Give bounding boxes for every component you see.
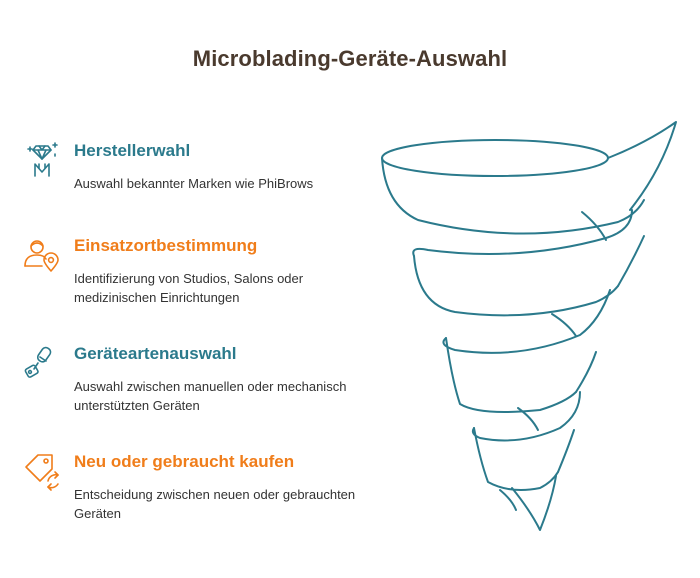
tools-icon <box>24 346 52 378</box>
step-heading: Herstellerwahl <box>74 141 191 160</box>
person-location-icon <box>24 240 59 272</box>
page-title: Microblading-Geräte-Auswahl <box>192 46 508 71</box>
step-heading: Einsatzortbestimmung <box>74 236 258 255</box>
step-description: Auswahl zwischen manuellen oder mechanis… <box>74 379 347 413</box>
funnel-ring-1 <box>381 139 609 177</box>
diamond-person-icon <box>27 142 58 177</box>
step-heading: Neu oder gebraucht kaufen <box>74 452 295 471</box>
spiral-funnel-illustration <box>381 121 677 531</box>
step-heading: Geräteartenauswahl <box>74 344 237 363</box>
step-description: Identifizierung von Studios, Salons oder… <box>74 271 304 305</box>
price-tag-exchange-icon <box>25 454 59 491</box>
step-description: Auswahl bekannter Marken wie PhiBrows <box>74 176 314 191</box>
step-description: Entscheidung zwischen neuen oder gebrauc… <box>74 487 356 521</box>
